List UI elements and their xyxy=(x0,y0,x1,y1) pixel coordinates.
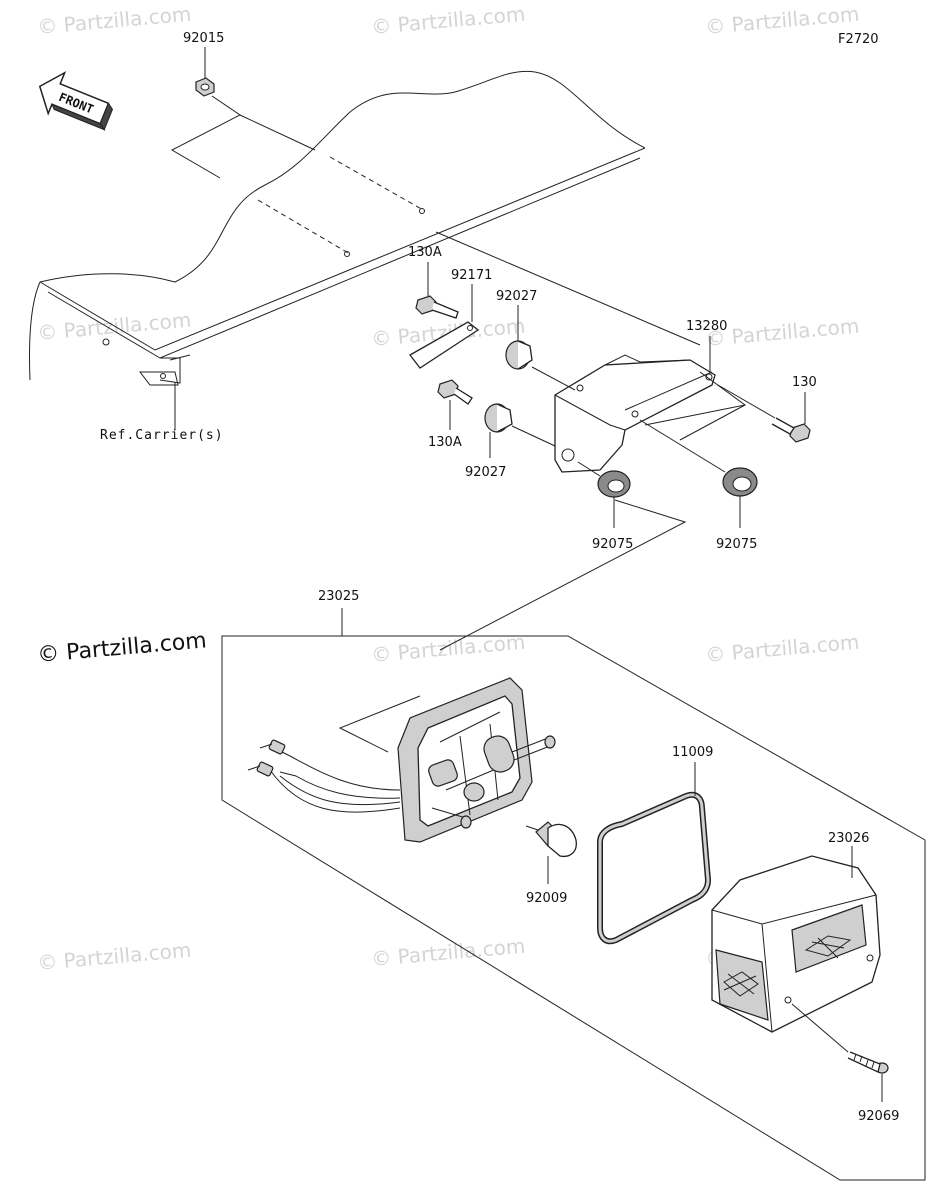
copyright-label: © Partzilla.com xyxy=(36,628,207,668)
watermark: © Partzilla.com xyxy=(36,2,192,39)
ref-carrier-label: Ref.Carrier(s) xyxy=(100,428,224,443)
part-23025[interactable] xyxy=(247,677,556,843)
callout-92075-right[interactable]: 92075 xyxy=(716,537,757,552)
callout-23025[interactable]: 23025 xyxy=(318,589,359,604)
part-130A-bottom[interactable] xyxy=(437,379,473,405)
part-92027-bottom[interactable] xyxy=(484,403,513,433)
front-arrow-icon: FRONT xyxy=(38,71,114,131)
watermark: © Partzilla.com xyxy=(370,2,526,39)
callout-23026[interactable]: 23026 xyxy=(828,831,869,846)
callout-92171[interactable]: 92171 xyxy=(451,268,492,283)
part-130[interactable] xyxy=(771,417,811,443)
callout-92009[interactable]: 92069 xyxy=(858,1109,899,1124)
part-13280[interactable] xyxy=(554,354,716,473)
callout-92075-left[interactable]: 92075 xyxy=(592,537,633,552)
part-130A-top[interactable] xyxy=(415,295,459,319)
watermark: © Partzilla.com xyxy=(704,2,860,39)
callout-130[interactable]: 130 xyxy=(792,375,817,390)
watermark: © Partzilla.com xyxy=(704,314,860,351)
watermark: © Partzilla.com xyxy=(704,630,860,667)
callout-130A-top[interactable]: 130A xyxy=(408,245,442,260)
callout-130A-bottom[interactable]: 130A xyxy=(428,435,462,450)
callout-92015[interactable]: 92015 xyxy=(183,31,224,46)
callout-92069[interactable]: 92009 xyxy=(526,891,567,906)
carrier-ref xyxy=(28,70,646,430)
part-92069[interactable] xyxy=(525,821,577,858)
part-92171[interactable] xyxy=(409,321,480,369)
part-23026[interactable] xyxy=(711,855,881,1033)
callout-11009[interactable]: 11009 xyxy=(672,745,713,760)
part-92015[interactable] xyxy=(195,77,215,97)
part-11009[interactable] xyxy=(597,791,712,945)
diagram-code: F2720 xyxy=(838,32,879,47)
part-92027-top[interactable] xyxy=(505,340,533,370)
watermark: © Partzilla.com xyxy=(36,938,192,975)
part-92075-left[interactable] xyxy=(597,470,631,498)
watermark: © Partzilla.com xyxy=(370,630,526,667)
callout-92027-top[interactable]: 92027 xyxy=(496,289,537,304)
callout-13280[interactable]: 13280 xyxy=(686,319,727,334)
callout-92027-bottom[interactable]: 92027 xyxy=(465,465,506,480)
part-92075-right[interactable] xyxy=(722,467,758,497)
part-92009[interactable] xyxy=(847,1051,889,1074)
